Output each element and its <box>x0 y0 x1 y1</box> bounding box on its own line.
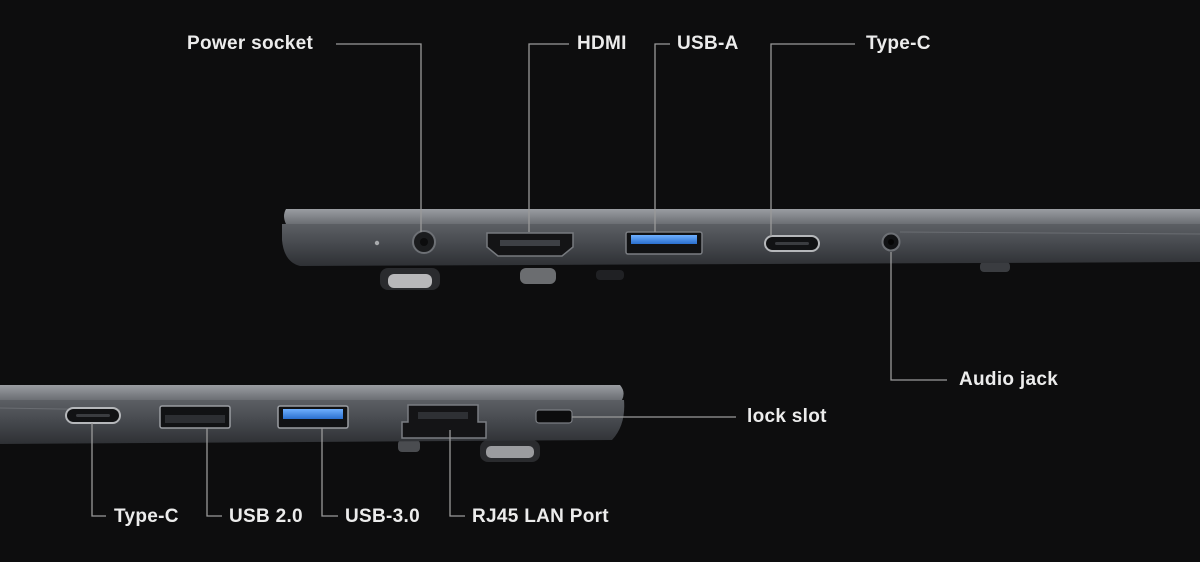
label-rj45: RJ45 LAN Port <box>472 506 609 527</box>
leader-usb-3 <box>321 428 338 517</box>
leader-rj45 <box>449 430 465 517</box>
leader-lines <box>91 43 947 517</box>
type-c-port-tongue <box>76 414 110 417</box>
leader-type-c-top <box>770 43 855 236</box>
label-power-socket: Power socket <box>187 33 314 54</box>
laptop-bottom <box>0 385 625 462</box>
label-hdmi: HDMI <box>577 33 627 54</box>
laptop-lid <box>284 209 1200 224</box>
leader-hdmi <box>528 43 569 232</box>
leader-power-socket <box>336 43 422 232</box>
laptop-foot <box>398 440 420 452</box>
leader-type-c-bottom <box>91 423 106 517</box>
laptop-foot-pad <box>486 446 534 458</box>
label-usb-a: USB-A <box>677 33 739 54</box>
laptop-foot <box>980 262 1010 272</box>
rj45-port-contacts <box>418 412 468 419</box>
body-seam <box>899 231 1200 235</box>
leader-usb-2 <box>206 428 222 517</box>
lock-slot-port <box>535 409 573 424</box>
label-usb-2: USB 2.0 <box>229 506 303 527</box>
label-type-c-bottom: Type-C <box>114 506 179 527</box>
label-audio-jack: Audio jack <box>959 369 1059 390</box>
leader-usb-a <box>654 43 670 232</box>
audio-jack-hole <box>888 239 894 245</box>
laptop-foot <box>596 270 624 280</box>
type-c-port-tongue <box>775 242 809 245</box>
label-usb-3: USB-3.0 <box>345 506 420 527</box>
laptop-lid <box>0 385 624 400</box>
label-lock-slot: lock slot <box>747 406 827 427</box>
usb-2-port-tongue <box>165 415 225 423</box>
laptop-top <box>282 209 1200 290</box>
label-type-c-top: Type-C <box>866 33 931 54</box>
usb-3-port-tongue <box>283 409 343 419</box>
laptop-foot-pad <box>388 274 432 288</box>
rj45-port <box>401 404 487 439</box>
leader-audio-jack <box>890 252 947 381</box>
hdmi-port-contacts <box>500 240 560 246</box>
status-led <box>374 240 380 246</box>
laptop-foot <box>520 268 556 284</box>
power-socket-pin <box>420 238 428 246</box>
usb-a-port-tongue <box>631 235 697 244</box>
